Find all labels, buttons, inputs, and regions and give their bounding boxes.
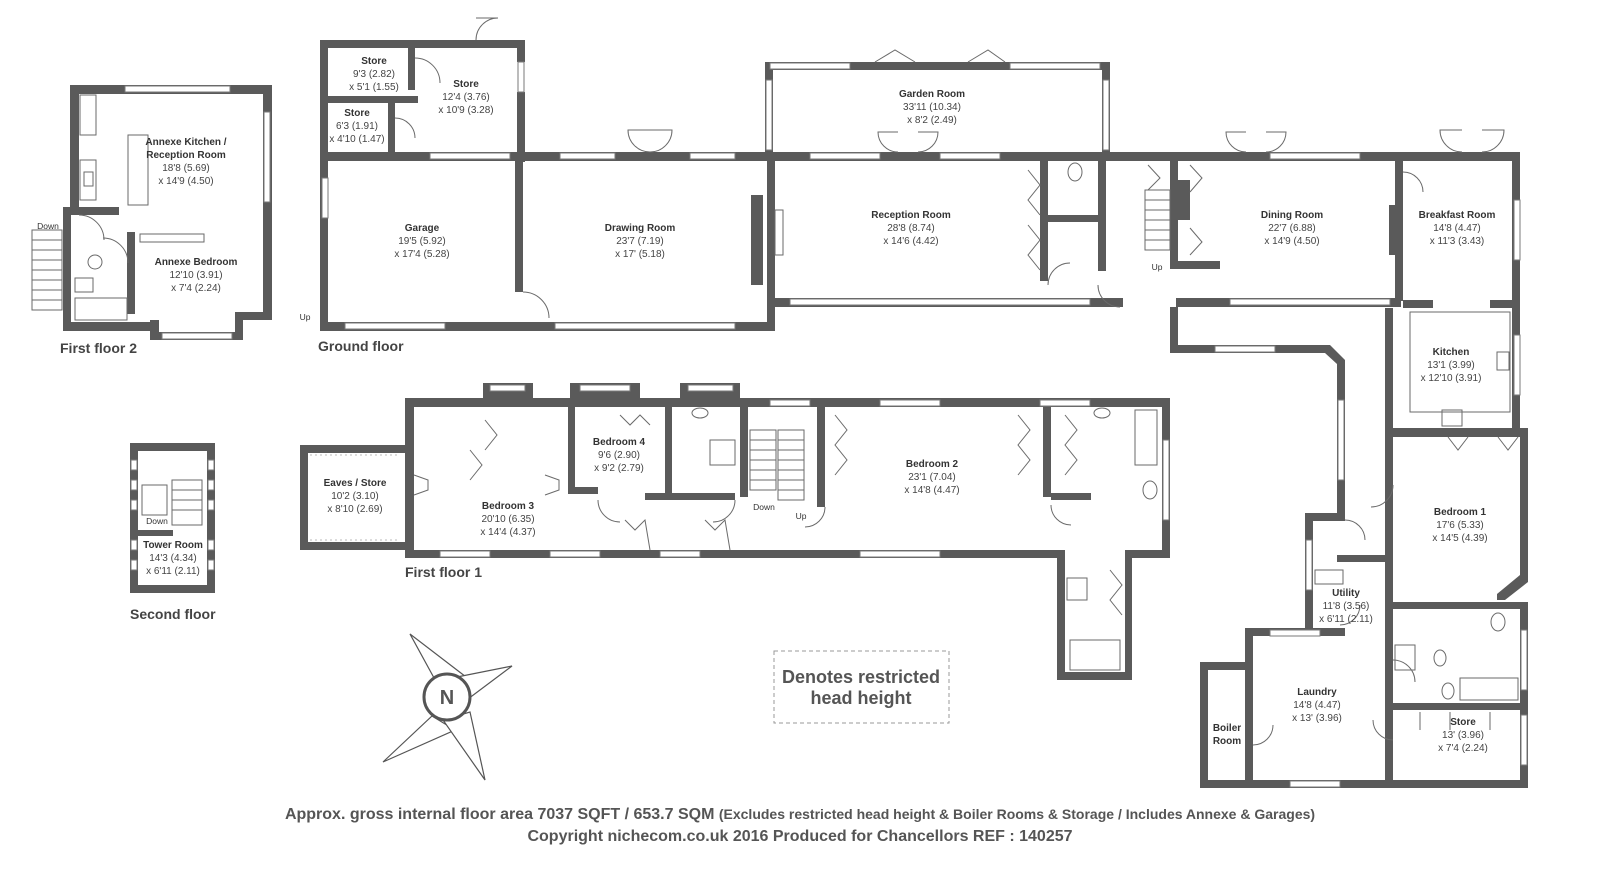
legend-line-1: Denotes restricted xyxy=(782,667,940,687)
store-c-name: Store xyxy=(453,79,479,90)
tower-room-dim-1: 14'3 (4.34) xyxy=(149,553,197,564)
store-a-dim-1: 9'3 (2.82) xyxy=(353,69,395,80)
annexe-kitchen-dim-2: x 14'9 (4.50) xyxy=(158,176,213,187)
garage-dim-2: x 17'4 (5.28) xyxy=(394,249,449,260)
stair-up-label-garage: Up xyxy=(300,312,311,322)
store-c-dim-1: 12'4 (3.76) xyxy=(442,92,490,103)
bedroom-1-dim-2: x 14'5 (4.39) xyxy=(1432,533,1487,544)
stair-up-label-hall: Up xyxy=(1152,262,1163,272)
east-wing-plan xyxy=(1200,428,1528,788)
annexe-bedroom-dim-1: 12'10 (3.91) xyxy=(169,270,222,281)
utility-dim-2: x 6'11 (2.11) xyxy=(1319,614,1373,625)
store-d-dim-2: x 7'4 (2.24) xyxy=(1438,743,1488,754)
bedroom-3-name: Bedroom 3 xyxy=(482,501,535,512)
reception-room-dim-1: 28'8 (8.74) xyxy=(887,223,935,234)
annexe-kitchen-dim-1: 18'8 (5.69) xyxy=(162,163,210,174)
annexe-plan xyxy=(31,85,272,340)
laundry-name: Laundry xyxy=(1297,687,1337,698)
laundry-dim-1: 14'8 (4.47) xyxy=(1293,700,1341,711)
tower-room-dim-2: x 6'11 (2.11) xyxy=(146,566,200,577)
annexe-kitchen-name-1: Annexe Kitchen / xyxy=(145,137,226,148)
eaves-store-dim-1: 10'2 (3.10) xyxy=(331,491,379,502)
store-d-name: Store xyxy=(1450,717,1476,728)
annexe-kitchen-name-2: Reception Room xyxy=(146,150,226,161)
kitchen-dim-1: 13'1 (3.99) xyxy=(1427,360,1475,371)
eaves-store-name: Eaves / Store xyxy=(324,478,387,489)
stair-up-label-first: Up xyxy=(796,511,807,521)
garage-name: Garage xyxy=(405,223,440,234)
compass-rose: N xyxy=(382,633,513,781)
boiler-room-name-1: Boiler xyxy=(1213,723,1241,734)
reception-room-dim-2: x 14'6 (4.42) xyxy=(883,236,938,247)
eaves-store-dim-2: x 8'10 (2.69) xyxy=(327,504,382,515)
legend-line-2: head height xyxy=(810,688,911,708)
bedroom-4-dim-2: x 9'2 (2.79) xyxy=(594,463,644,474)
dining-room-name: Dining Room xyxy=(1261,210,1323,221)
store-b-dim-2: x 4'10 (1.47) xyxy=(329,134,384,145)
store-d-dim-1: 13' (3.96) xyxy=(1442,730,1484,741)
bedroom-1-name: Bedroom 1 xyxy=(1434,507,1487,518)
utility-name: Utility xyxy=(1332,588,1360,599)
floor-label-second-floor: Second floor xyxy=(130,606,216,622)
bedroom-3-dim-2: x 14'4 (4.37) xyxy=(480,527,535,538)
boiler-room-name-2: Room xyxy=(1213,736,1241,747)
bedroom-4-name: Bedroom 4 xyxy=(593,437,646,448)
kitchen-dim-2: x 12'10 (3.91) xyxy=(1421,373,1482,384)
breakfast-room-dim-2: x 11'3 (3.43) xyxy=(1430,236,1485,247)
floor-area-summary: Approx. gross internal floor area 7037 S… xyxy=(0,806,1600,824)
drawing-room-dim-2: x 17' (5.18) xyxy=(615,249,665,260)
garden-room-name: Garden Room xyxy=(899,89,965,100)
store-a-dim-2: x 5'1 (1.55) xyxy=(349,82,399,93)
floor-label-first-floor-2: First floor 2 xyxy=(60,340,137,356)
garden-room-dim-1: 33'11 (10.34) xyxy=(903,102,961,113)
copyright-line: Copyright nichecom.co.uk 2016 Produced f… xyxy=(527,828,1073,845)
restricted-height-legend: Denotes restricted head height xyxy=(773,650,950,724)
breakfast-room-name: Breakfast Room xyxy=(1419,210,1496,221)
dining-room-dim-1: 22'7 (6.88) xyxy=(1268,223,1316,234)
kitchen-name: Kitchen xyxy=(1433,347,1470,358)
store-a-name: Store xyxy=(361,56,387,67)
garage-dim-1: 19'5 (5.92) xyxy=(398,236,446,247)
tower-plan xyxy=(130,443,215,593)
laundry-dim-2: x 13' (3.96) xyxy=(1292,713,1342,724)
compass-north-letter: N xyxy=(440,687,454,709)
bedroom-1-dim-1: 17'6 (5.33) xyxy=(1436,520,1484,531)
bedroom-2-name: Bedroom 2 xyxy=(906,459,959,470)
ground-floor-plan xyxy=(320,17,1521,520)
reception-room-name: Reception Room xyxy=(871,210,951,221)
bedroom-3-dim-1: 20'10 (6.35) xyxy=(481,514,534,525)
tower-room-name: Tower Room xyxy=(143,540,203,551)
stair-down-label-tower: Down xyxy=(146,516,168,526)
garden-room-dim-2: x 8'2 (2.49) xyxy=(907,115,957,126)
floor-area-main: Approx. gross internal floor area 7037 S… xyxy=(284,806,715,823)
annexe-bedroom-name: Annexe Bedroom xyxy=(155,257,238,268)
utility-dim-1: 11'8 (3.56) xyxy=(1323,601,1370,612)
bedroom-2-dim-2: x 14'8 (4.47) xyxy=(904,485,959,496)
first-floor-1-plan xyxy=(300,383,1170,680)
floor-label-first-floor-1: First floor 1 xyxy=(405,564,482,580)
drawing-room-dim-1: 23'7 (7.19) xyxy=(616,236,664,247)
breakfast-room-dim-1: 14'8 (4.47) xyxy=(1433,223,1481,234)
floor-area-note: (Excludes restricted head height & Boile… xyxy=(718,806,1316,822)
floor-label-ground-floor: Ground floor xyxy=(318,338,404,354)
store-c-dim-2: x 10'9 (3.28) xyxy=(438,105,493,116)
dining-room-dim-2: x 14'9 (4.50) xyxy=(1264,236,1319,247)
store-b-name: Store xyxy=(344,108,370,119)
bedroom-2-dim-1: 23'1 (7.04) xyxy=(908,472,956,483)
store-b-dim-1: 6'3 (1.91) xyxy=(336,121,378,132)
annexe-bedroom-dim-2: x 7'4 (2.24) xyxy=(171,283,221,294)
stair-down-label-annexe: Down xyxy=(37,221,59,231)
drawing-room-name: Drawing Room xyxy=(605,223,676,234)
bedroom-4-dim-1: 9'6 (2.90) xyxy=(598,450,640,461)
stair-down-label-first: Down xyxy=(753,502,775,512)
